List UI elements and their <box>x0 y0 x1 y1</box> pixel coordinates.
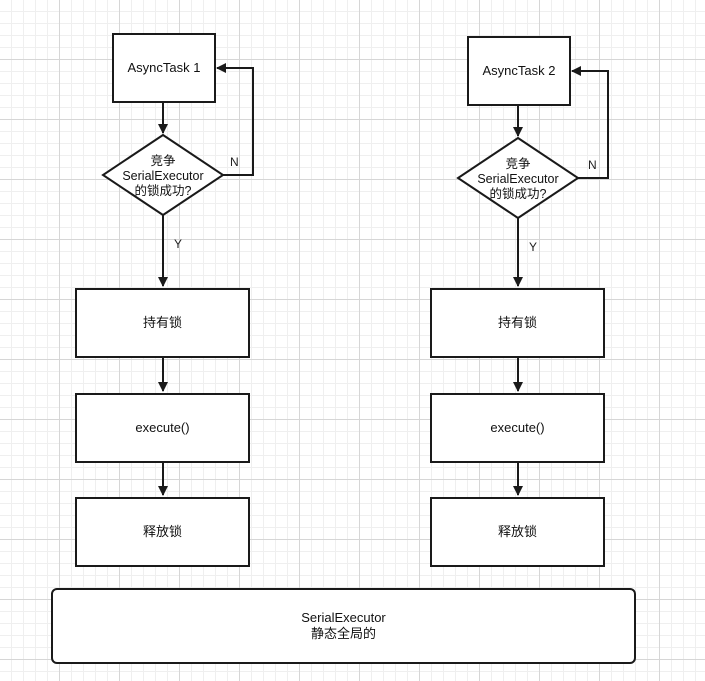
hold-lock-2-label: 持有锁 <box>497 314 537 330</box>
execute-1-box: execute() <box>75 393 250 463</box>
hold-lock-1-label: 持有锁 <box>142 314 182 330</box>
decision-2-text-wrap: 竞争 SerialExecutor 的锁成功? <box>458 156 578 201</box>
serial-executor-global-box: SerialExecutor 静态全局的 <box>51 588 636 664</box>
hold-lock-1-box: 持有锁 <box>75 288 250 358</box>
serial-executor-name: SerialExecutor <box>301 609 386 625</box>
execute-2-box: execute() <box>430 393 605 463</box>
decision-1-label: 竞争 SerialExecutor 的锁成功? <box>122 153 204 198</box>
yes-label-2: Y <box>529 240 538 254</box>
release-lock-1-label: 释放锁 <box>142 523 182 539</box>
release-lock-2-label: 释放锁 <box>497 523 537 539</box>
serial-executor-scope: 静态全局的 <box>310 626 376 641</box>
no-label-2: N <box>588 158 597 172</box>
arrow-decision2-no-loop <box>571 66 609 179</box>
execute-2-label: execute() <box>490 419 545 435</box>
asynctask-2-box: AsyncTask 2 <box>467 36 571 106</box>
no-label-1: N <box>230 155 239 169</box>
arrow-decision1-no-loop <box>216 63 254 176</box>
decision-1-text-wrap: 竞争 SerialExecutor 的锁成功? <box>103 153 223 198</box>
asynctask-2-label: AsyncTask 2 <box>482 62 556 78</box>
hold-lock-2-box: 持有锁 <box>430 288 605 358</box>
release-lock-2-box: 释放锁 <box>430 497 605 567</box>
asynctask-1-label: AsyncTask 1 <box>127 59 201 75</box>
release-lock-1-box: 释放锁 <box>75 497 250 567</box>
asynctask-1-box: AsyncTask 1 <box>112 33 216 103</box>
yes-label-1: Y <box>174 237 183 251</box>
decision-2-label: 竞争 SerialExecutor 的锁成功? <box>477 156 559 201</box>
execute-1-label: execute() <box>135 419 190 435</box>
